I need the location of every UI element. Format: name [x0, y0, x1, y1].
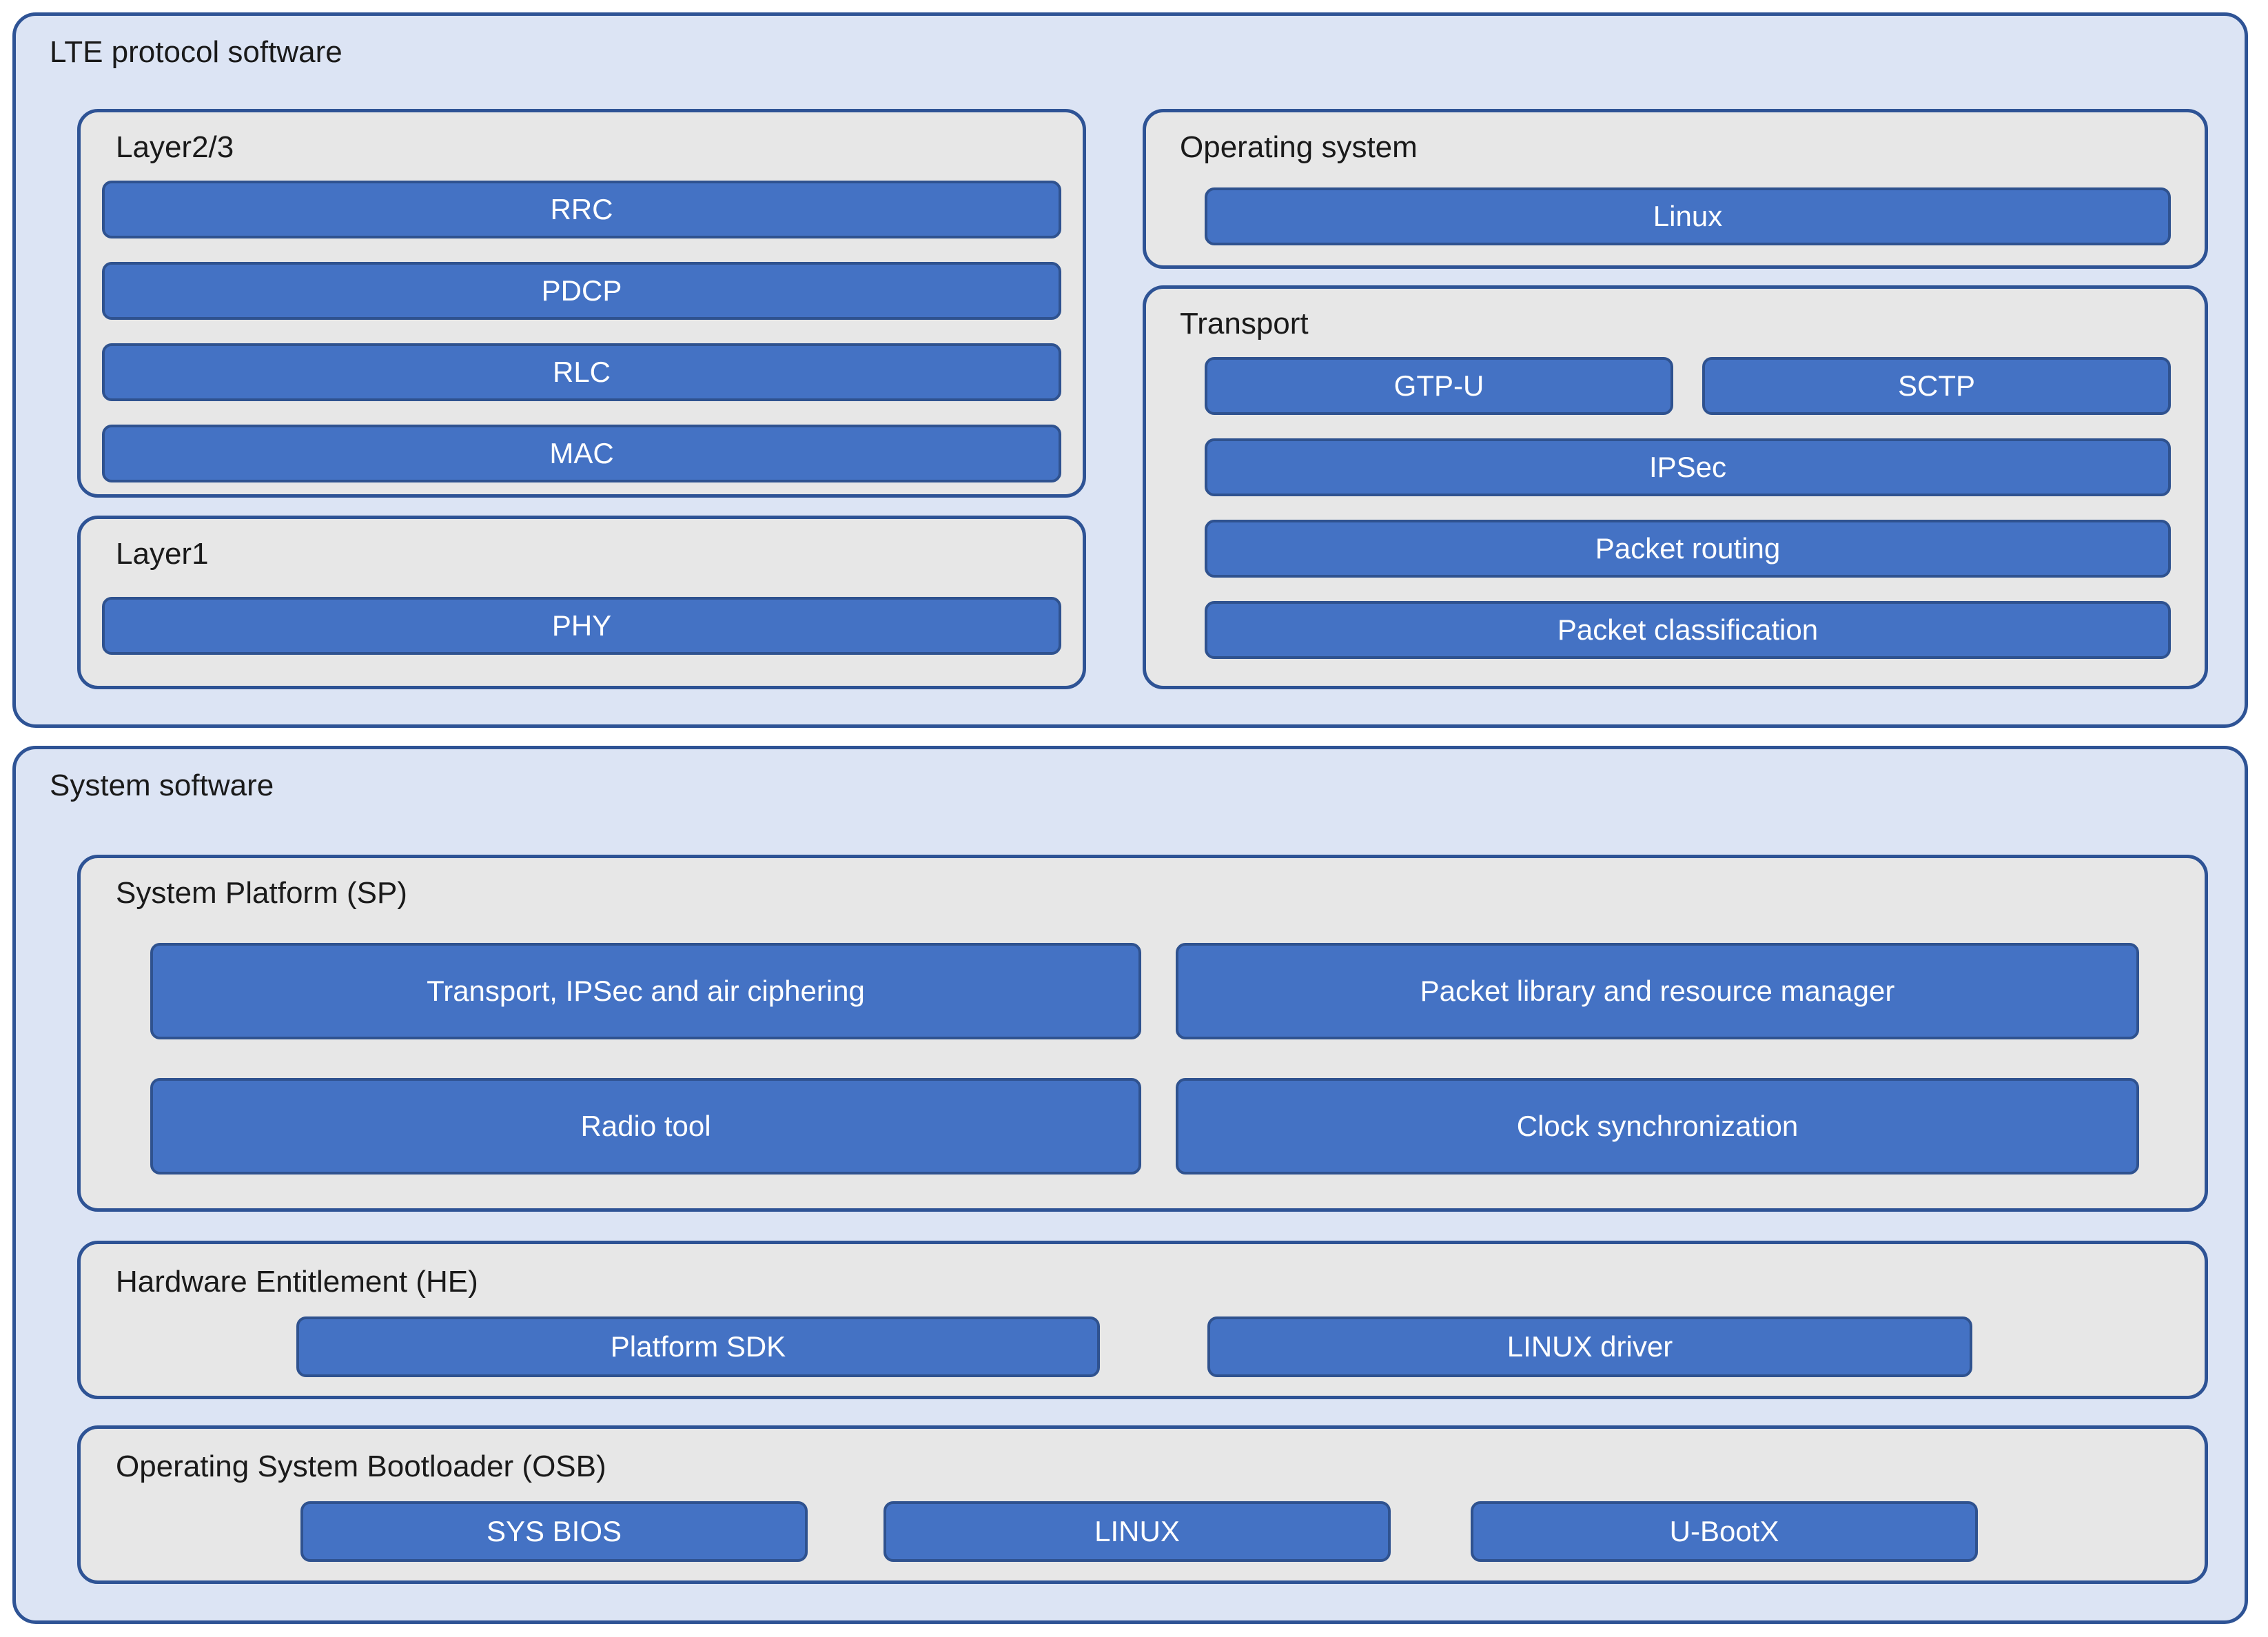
group-title-layer1: Layer1 [116, 537, 209, 571]
group-title-hardware-entitlement: Hardware Entitlement (HE) [116, 1265, 478, 1299]
group-title-transport: Transport [1180, 307, 1309, 340]
component-packet-classification[interactable]: Packet classification [1205, 601, 2171, 659]
component-rrc[interactable]: RRC [102, 181, 1061, 238]
component-radio-tool[interactable]: Radio tool [150, 1078, 1141, 1175]
component-linux-bootloader[interactable]: LINUX [883, 1501, 1391, 1562]
component-packet-routing[interactable]: Packet routing [1205, 520, 2171, 578]
component-gtp-u[interactable]: GTP-U [1205, 357, 1673, 415]
component-sys-bios[interactable]: SYS BIOS [300, 1501, 808, 1562]
group-title-operating-system-bootloader: Operating System Bootloader (OSB) [116, 1450, 606, 1483]
group-title-operating-system: Operating system [1180, 130, 1418, 164]
component-sctp[interactable]: SCTP [1702, 357, 2171, 415]
panel-title-system-software: System software [50, 769, 274, 802]
component-packet-library-resource-manager[interactable]: Packet library and resource manager [1176, 943, 2139, 1039]
component-platform-sdk[interactable]: Platform SDK [296, 1316, 1100, 1377]
component-mac[interactable]: MAC [102, 425, 1061, 482]
component-clock-synchronization[interactable]: Clock synchronization [1176, 1078, 2139, 1175]
component-ipsec[interactable]: IPSec [1205, 438, 2171, 496]
component-linux-os[interactable]: Linux [1205, 187, 2171, 245]
component-linux-driver[interactable]: LINUX driver [1207, 1316, 1972, 1377]
panel-title-lte-protocol-software: LTE protocol software [50, 35, 343, 69]
component-u-bootx[interactable]: U-BootX [1471, 1501, 1978, 1562]
group-title-layer2-3: Layer2/3 [116, 130, 234, 164]
component-rlc[interactable]: RLC [102, 343, 1061, 401]
component-transport-ipsec-air-ciphering[interactable]: Transport, IPSec and air ciphering [150, 943, 1141, 1039]
component-pdcp[interactable]: PDCP [102, 262, 1061, 320]
component-phy[interactable]: PHY [102, 597, 1061, 655]
group-title-system-platform: System Platform (SP) [116, 876, 407, 910]
